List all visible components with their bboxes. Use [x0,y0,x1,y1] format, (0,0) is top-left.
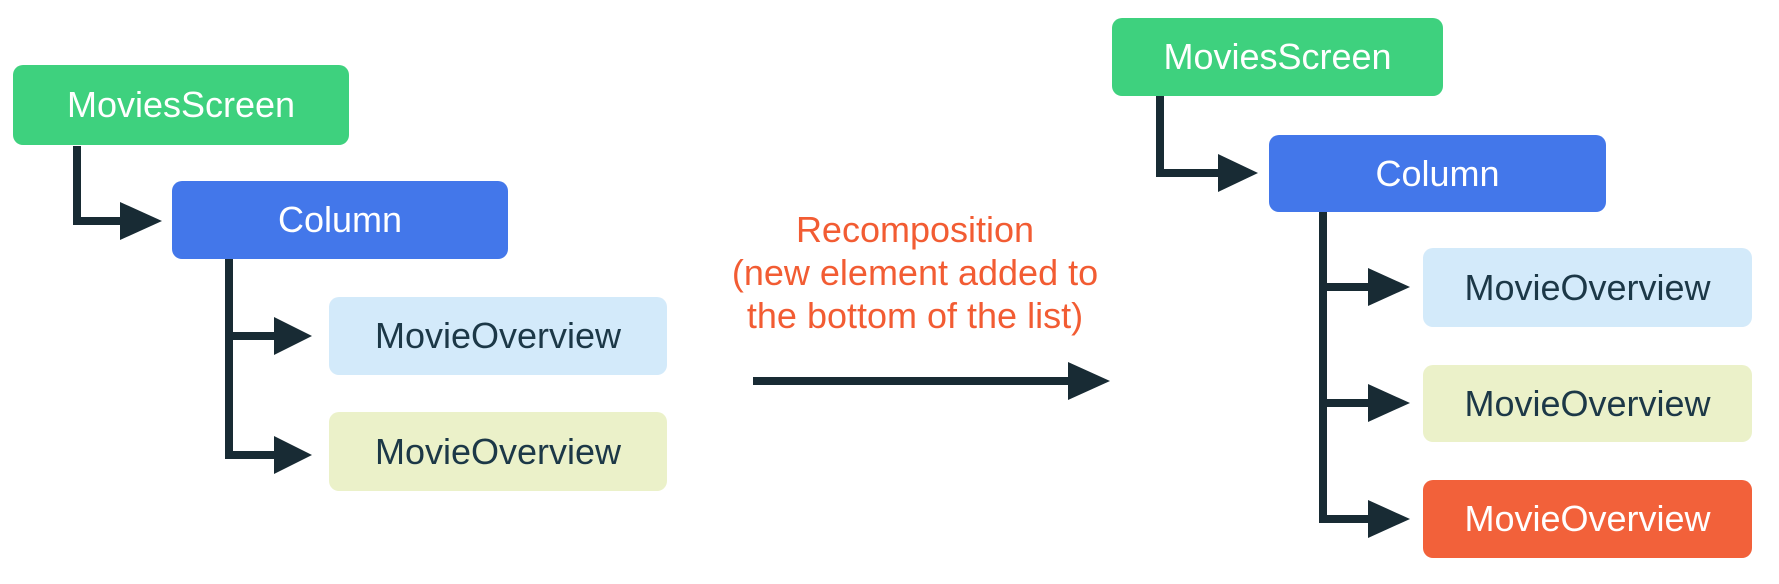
recomposition-annotation: Recomposition (new element added to the … [705,208,1125,337]
left-tree-root-moviesscreen: MoviesScreen [13,65,349,145]
left-tree-movieoverview-1: MovieOverview [329,297,667,375]
annotation-line-1: Recomposition [795,209,1035,250]
right-tree-movieoverview-3-new: MovieOverview [1423,480,1752,558]
connector-left-column-trunk [225,259,312,474]
right-tree-root-moviesscreen: MoviesScreen [1112,18,1443,96]
left-tree-column: Column [172,181,508,259]
recomposition-arrow [753,362,1110,400]
annotation-line-2: (new element added to [731,252,1099,293]
right-tree-column: Column [1269,135,1606,212]
annotation-line-3: the bottom of the list) [746,295,1084,336]
connector-right-root-to-column [1156,96,1258,192]
left-tree-movieoverview-2: MovieOverview [329,412,667,491]
right-tree-movieoverview-2: MovieOverview [1423,365,1752,442]
connector-left-root-to-column [73,146,162,240]
right-tree-movieoverview-1: MovieOverview [1423,248,1752,327]
connector-right-column-trunk [1319,212,1410,538]
